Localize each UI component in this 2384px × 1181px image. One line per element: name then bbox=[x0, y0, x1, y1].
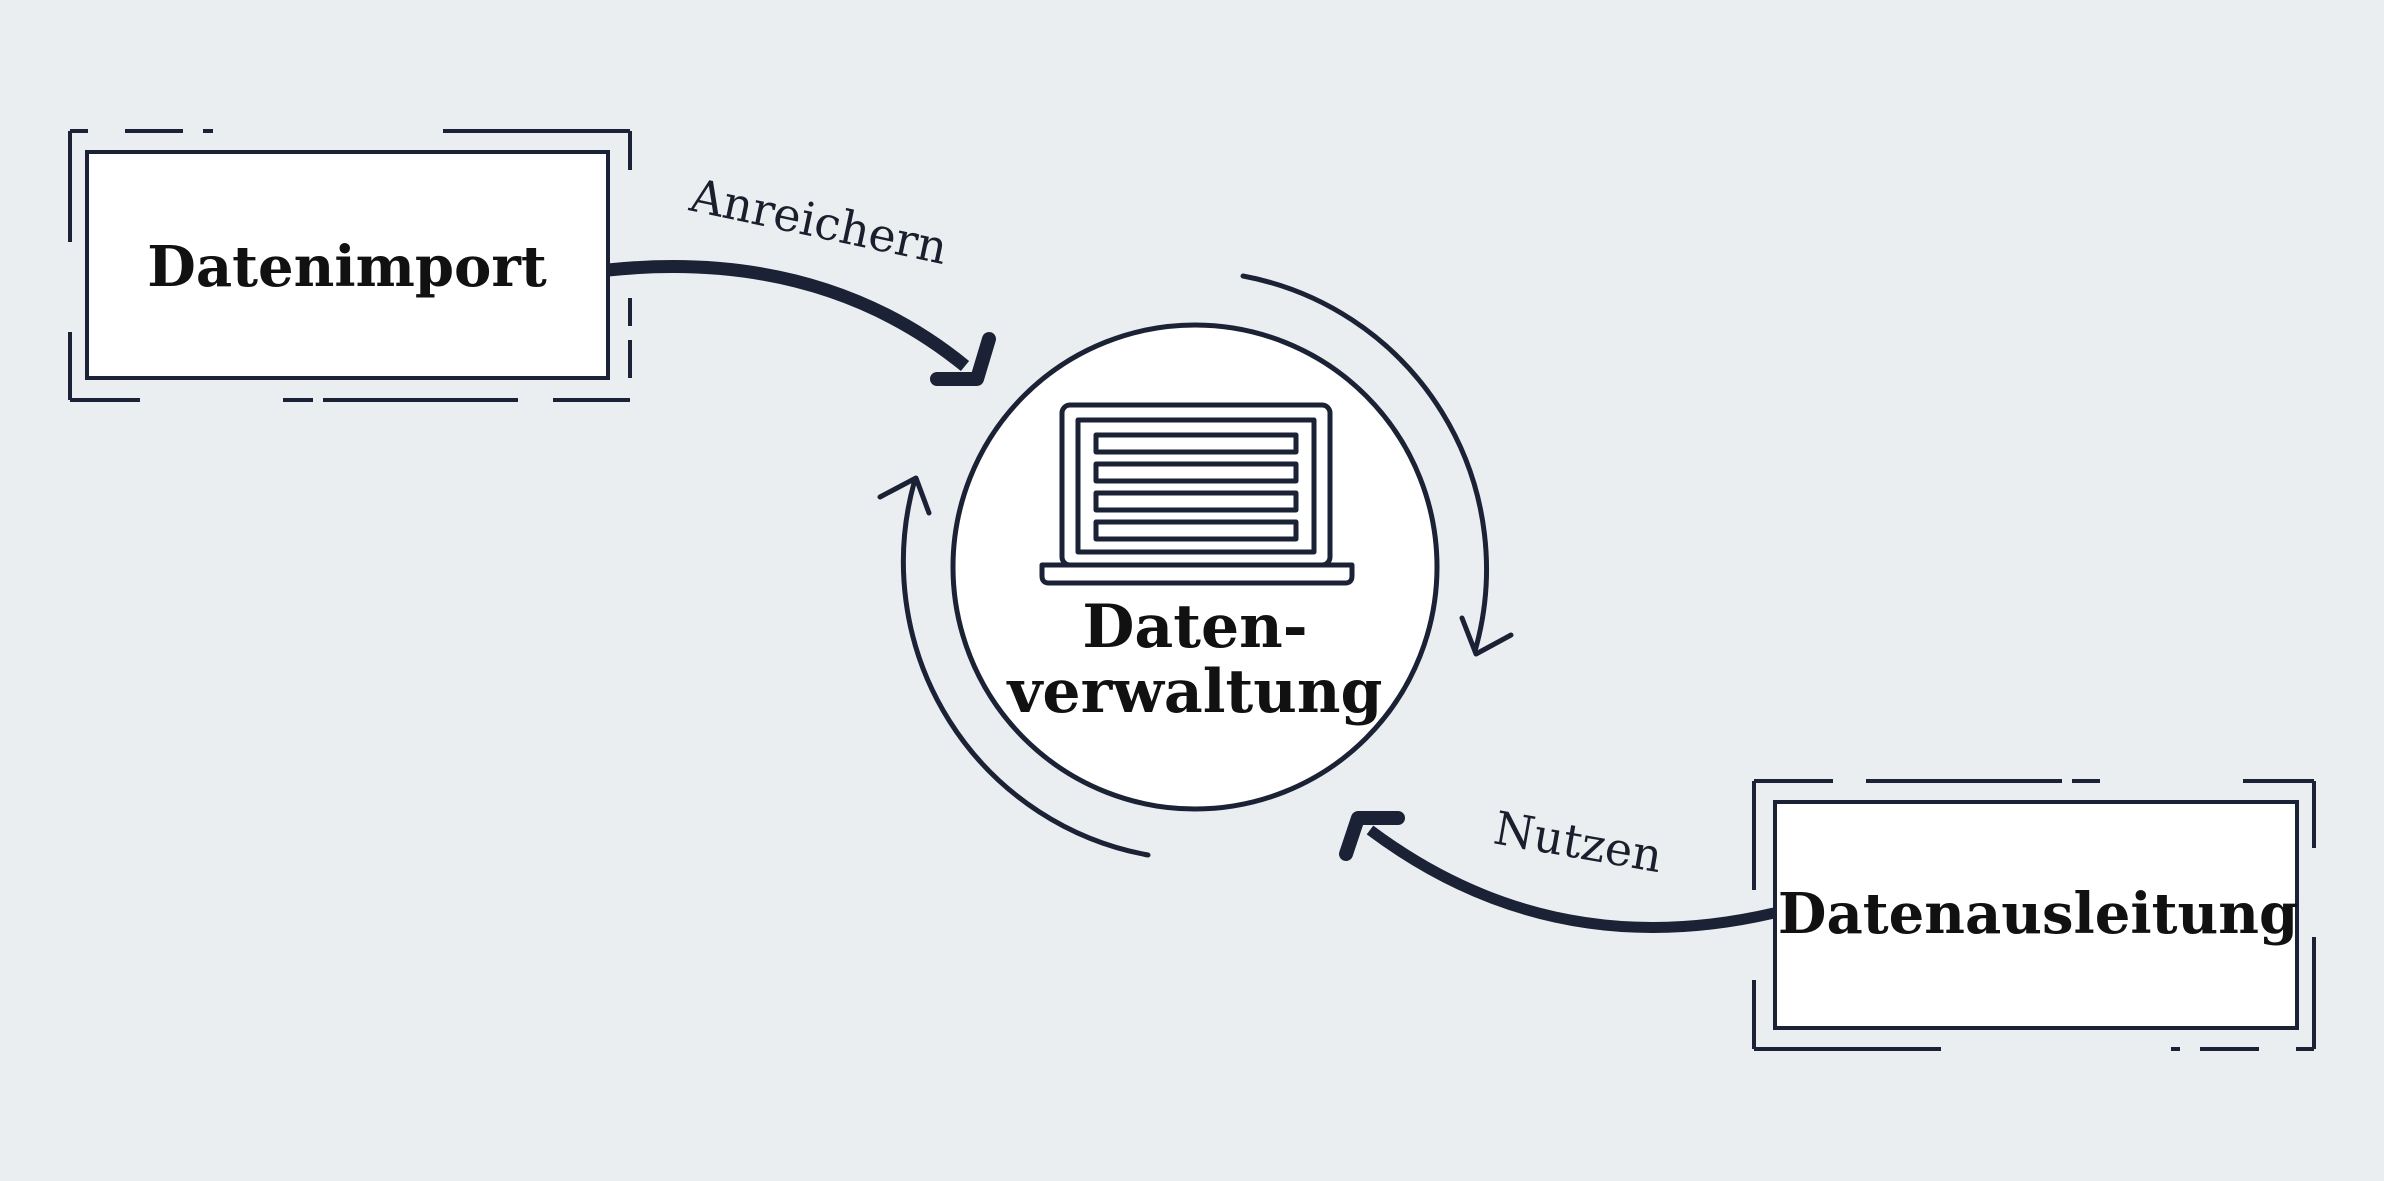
datenausleitung-node: Datenausleitung bbox=[1752, 779, 2316, 1051]
datenimport-box bbox=[85, 150, 610, 380]
anreichern-arrowhead bbox=[930, 332, 996, 386]
datenausleitung-dashed-frame bbox=[1752, 779, 2316, 1051]
nutzen-arrow: Nutzen bbox=[1339, 801, 1776, 933]
nutzen-arrowhead bbox=[1339, 811, 1405, 861]
datenausleitung-label: Datenausleitung bbox=[1778, 881, 2298, 947]
datenverwaltung-label-line2: verwaltung bbox=[1006, 657, 1383, 727]
cycle-arrowhead-right bbox=[1459, 615, 1514, 657]
anreichern-arrow-line bbox=[607, 260, 970, 372]
anreichern-label: Anreichern bbox=[685, 168, 953, 275]
datenausleitung-box bbox=[1773, 800, 2299, 1030]
anreichern-arrow: Anreichern bbox=[607, 168, 996, 386]
nutzen-arrow-line bbox=[1366, 825, 1776, 933]
datenimport-label: Datenimport bbox=[147, 234, 547, 300]
datenverwaltung-label-line1: Daten- bbox=[1082, 592, 1307, 662]
datenverwaltung-node: Daten- verwaltung bbox=[950, 322, 1440, 812]
nutzen-label: Nutzen bbox=[1490, 801, 1666, 884]
datenimport-dashed-frame bbox=[68, 129, 632, 402]
cycle-arrow-right bbox=[1240, 273, 1514, 657]
datenimport-node: Datenimport bbox=[68, 129, 632, 402]
cycle-arrow-left bbox=[877, 475, 1151, 858]
laptop-database-icon bbox=[1039, 402, 1355, 586]
cycle-arrowhead-left bbox=[877, 475, 932, 516]
